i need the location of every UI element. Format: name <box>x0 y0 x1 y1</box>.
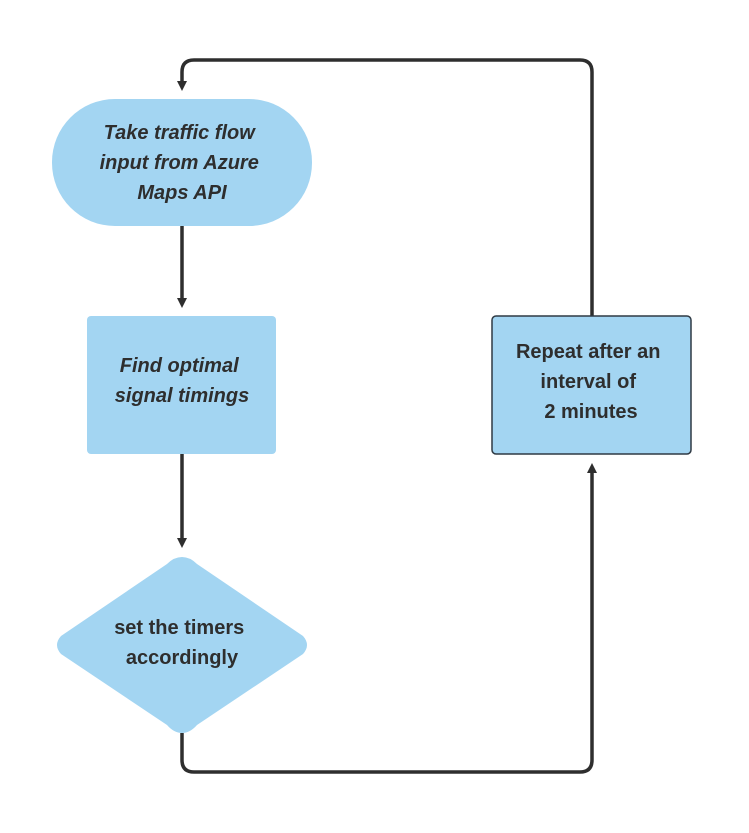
svg-text:Find optimal signal timi: Find optimal signal timings <box>115 355 249 407</box>
node-start-line-2: input from Azure <box>100 152 259 174</box>
svg-text:Take traffic flow input: Take traffic flow input from Azure Maps … <box>100 122 265 204</box>
node-repeat-line-1: Repeat after an <box>516 341 661 363</box>
node-start-line-3: Maps API <box>137 182 227 204</box>
connectors <box>177 58 597 774</box>
node-repeat-line-3: 2 minutes <box>544 401 637 423</box>
node-optimize: Find optimal signal timings <box>87 316 276 454</box>
terminator-shape <box>52 99 312 226</box>
node-start-line-1: Take traffic flow <box>104 122 257 144</box>
arrow-repeat-to-start <box>177 58 594 316</box>
arrow-set-timers-to-repeat <box>180 463 597 774</box>
node-optimize-line-2: signal timings <box>115 385 249 407</box>
node-set-timers-line-2: accordingly <box>126 647 239 669</box>
process-shape <box>87 316 276 454</box>
node-set-timers: set the timers accordingly <box>57 557 307 733</box>
node-start: Take traffic flow input from Azure Maps … <box>52 99 312 226</box>
node-repeat: Repeat after an interval of 2 minutes <box>491 315 692 455</box>
decision-shape <box>57 557 307 733</box>
process-shape-bordered <box>491 315 692 455</box>
node-repeat-line-2: interval of <box>540 371 636 393</box>
node-optimize-line-1: Find optimal <box>120 355 239 377</box>
svg-text:set the timers according: set the timers accordingly <box>114 617 250 669</box>
node-set-timers-line-1: set the timers <box>114 617 244 639</box>
svg-text:Repeat after an interval: Repeat after an interval of 2 minutes <box>516 341 666 423</box>
